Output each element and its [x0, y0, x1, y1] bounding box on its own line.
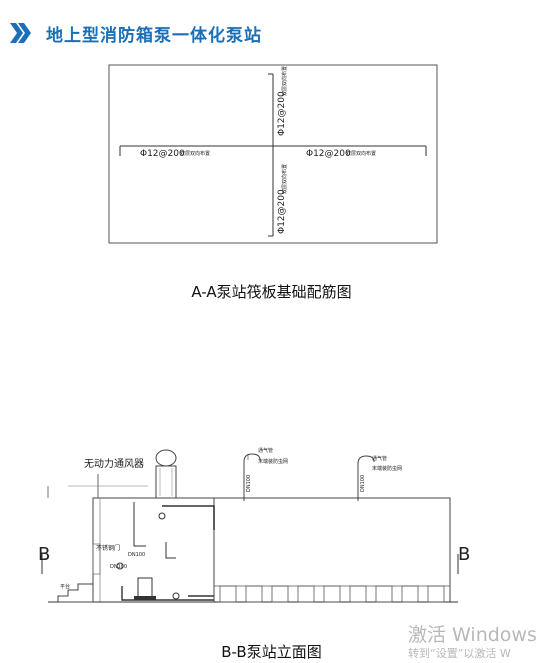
- rebar-note-h-right: 双层双向布置: [346, 150, 376, 157]
- section-mark-right: B: [458, 544, 470, 565]
- vent-pipe-2-label: 通气管: [372, 455, 387, 462]
- header: 地上型消防箱泵一体化泵站: [10, 18, 262, 48]
- rebar-note-v-top: 双层双向布置: [281, 66, 288, 96]
- dn-pipe-a-label: DN100: [128, 552, 145, 558]
- watermark-line1: 激活 Windows: [408, 624, 537, 646]
- vent-pipe-1-label: 通气管: [258, 447, 273, 454]
- ventilator-label: 无动力通风器: [84, 457, 144, 470]
- ventilator-icon: [155, 449, 177, 467]
- rebar-label-h-right: Φ12@200: [306, 149, 351, 159]
- elevation-caption: B-B泵站立面图: [221, 643, 322, 661]
- steel-door-label: 不锈钢门: [96, 544, 120, 552]
- pump-station-elevation: B B 无动力通风器 通气管 末端装防虫网 通气管 末端装防虫网 DN100 D…: [38, 447, 470, 603]
- rebar-label-v-top: Φ12@200: [277, 91, 287, 136]
- raft-foundation-plan: Φ12@200 双层双向布置 Φ12@200 双层双向布置 Φ12@200 双层…: [108, 64, 438, 244]
- plan-caption: A-A泵站筏板基础配筋图: [191, 283, 352, 301]
- double-chevron-icon: [10, 23, 31, 43]
- pump-icon: [137, 577, 153, 599]
- rebar-note-h-left: 双层双向布置: [180, 150, 210, 157]
- rebar-note-v-bottom: 双层双向布置: [281, 164, 288, 194]
- dn-label-left: DN100: [246, 475, 252, 492]
- dn-pipe-b-label: DN100: [110, 564, 127, 570]
- page-title: 地上型消防箱泵一体化泵站: [46, 25, 262, 46]
- dn-label-right: DN100: [360, 475, 366, 492]
- section-mark-left: B: [38, 544, 50, 565]
- vent-pipe-1-note: 末端装防虫网: [258, 458, 288, 465]
- rebar-label-h-left: Φ12@200: [140, 149, 185, 159]
- vent-pipe-2-note: 末端装防虫网: [372, 465, 402, 472]
- watermark-line2: 转到“设置”以激活 W: [408, 647, 511, 660]
- platform-label: 平台: [60, 583, 70, 590]
- rebar-label-v-bottom: Φ12@200: [277, 189, 287, 234]
